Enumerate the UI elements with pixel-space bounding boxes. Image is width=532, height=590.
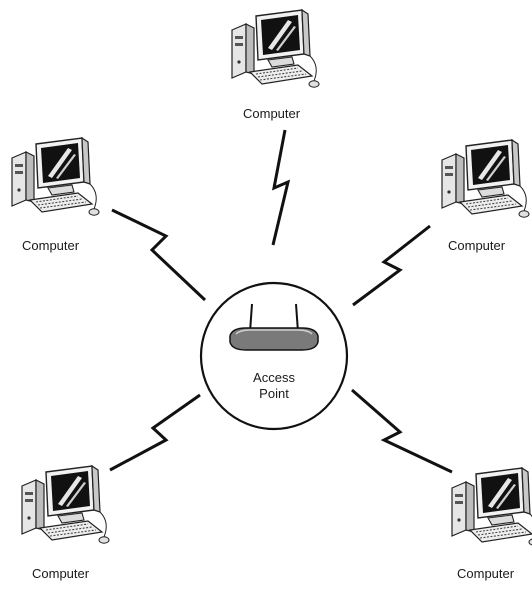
computer-node-lower-left [21, 465, 110, 544]
link-top [271, 129, 291, 246]
wireless-router-icon [229, 303, 319, 351]
link-lower-left [109, 393, 201, 472]
access-point-label-line1: Access [253, 370, 295, 385]
link-upper-right [352, 224, 431, 307]
computer-label-lower-left: Computer [32, 566, 90, 581]
computer-node-lower-right [451, 467, 532, 546]
computer-label-lower-right: Computer [457, 566, 515, 581]
desktop-computer-icon [451, 467, 532, 546]
computer-node-upper-left [11, 137, 100, 216]
desktop-computer-icon [11, 137, 100, 216]
computer-node-top [231, 9, 320, 88]
computer-label-upper-left: Computer [22, 238, 80, 253]
desktop-computer-icon [441, 139, 530, 218]
access-point-label-line2: Point [259, 386, 289, 401]
access-point-hub [199, 281, 349, 431]
desktop-computer-icon [231, 9, 320, 88]
wireless-links [109, 129, 453, 474]
computer-node-upper-right [441, 139, 530, 218]
access-point-label: Access Point [234, 370, 314, 402]
link-lower-right [351, 388, 453, 474]
computer-label-top: Computer [243, 106, 301, 121]
computer-label-upper-right: Computer [448, 238, 506, 253]
link-upper-left [111, 208, 207, 302]
desktop-computer-icon [21, 465, 110, 544]
